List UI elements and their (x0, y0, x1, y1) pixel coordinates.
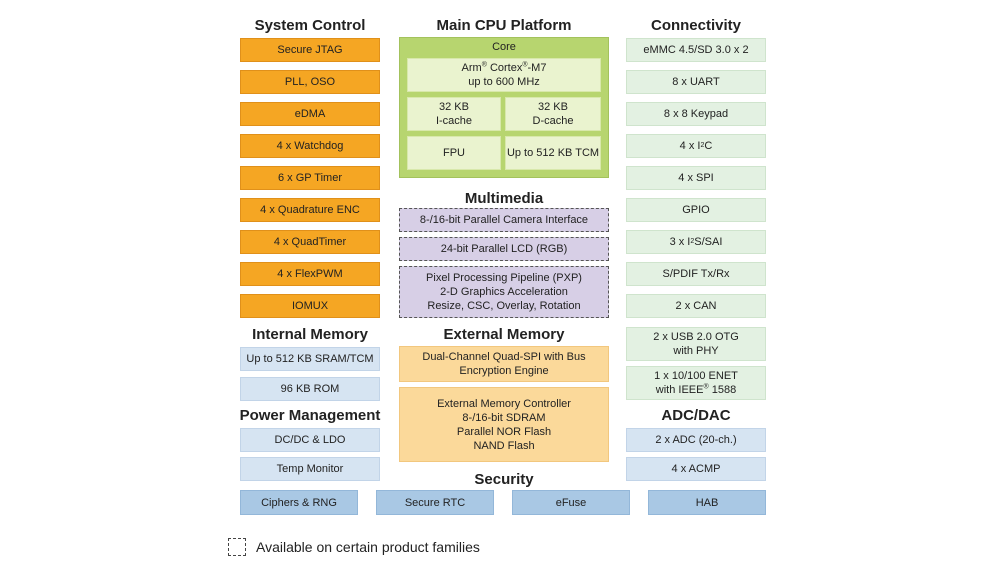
internal-memory-item: 96 KB ROM (240, 377, 380, 401)
multimedia-item: 24-bit Parallel LCD (RGB) (399, 237, 609, 261)
security-item: eFuse (512, 490, 630, 515)
cpu-core-block: Arm® Cortex®-M7 up to 600 MHz (407, 58, 601, 92)
multimedia-title: Multimedia (464, 190, 544, 207)
multimedia-item: 8-/16-bit Parallel Camera Interface (399, 208, 609, 232)
connectivity-item: 8 x UART (626, 70, 766, 94)
system-control-title: System Control (254, 17, 366, 34)
legend-dashed-box-icon (228, 538, 246, 556)
icache-block: 32 KB I-cache (407, 97, 501, 131)
cpu-name: Arm® Cortex®-M7 (461, 61, 547, 74)
system-control-item: 6 x GP Timer (240, 166, 380, 190)
internal-memory-item: Up to 512 KB SRAM/TCM (240, 347, 380, 371)
system-control-item: 4 x Watchdog (240, 134, 380, 158)
external-memory-item: External Memory Controller 8-/16-bit SDR… (399, 387, 609, 462)
connectivity-item: eMMC 4.5/SD 3.0 x 2 (626, 38, 766, 62)
connectivity-item: 2 x CAN (626, 294, 766, 318)
connectivity-item: 8 x 8 Keypad (626, 102, 766, 126)
security-item: Secure RTC (376, 490, 494, 515)
core-label: Core (492, 41, 516, 53)
cpu-platform-panel: Core Arm® Cortex®-M7 up to 600 MHz 32 KB… (399, 37, 609, 178)
power-management-title: Power Management (239, 407, 381, 424)
system-control-item: Secure JTAG (240, 38, 380, 62)
dcache-block: 32 KB D-cache (505, 97, 601, 131)
tcm-block: Up to 512 KB TCM (505, 136, 601, 170)
adc-dac-title: ADC/DAC (661, 407, 731, 424)
adc-dac-item: 2 x ADC (20-ch.) (626, 428, 766, 452)
connectivity-item: S/PDIF Tx/Rx (626, 262, 766, 286)
connectivity-item: GPIO (626, 198, 766, 222)
system-control-item: 4 x QuadTimer (240, 230, 380, 254)
security-item: HAB (648, 490, 766, 515)
power-management-item: Temp Monitor (240, 457, 380, 481)
power-management-item: DC/DC & LDO (240, 428, 380, 452)
external-memory-title: External Memory (443, 326, 565, 343)
adc-dac-item: 4 x ACMP (626, 457, 766, 481)
system-control-item: IOMUX (240, 294, 380, 318)
connectivity-item-enet: 1 x 10/100 ENET with IEEE® 1588 (626, 366, 766, 400)
cpu-frequency: up to 600 MHz (468, 76, 540, 88)
system-control-item: PLL, OSO (240, 70, 380, 94)
legend-text: Available on certain product families (256, 539, 480, 555)
enet-line1: 1 x 10/100 ENET (654, 370, 738, 382)
connectivity-item: 4 x SPI (626, 166, 766, 190)
enet-line2: with IEEE® 1588 (655, 383, 737, 396)
fpu-block: FPU (407, 136, 501, 170)
connectivity-title: Connectivity (650, 17, 741, 34)
connectivity-item: 2 x USB 2.0 OTG with PHY (626, 327, 766, 361)
system-control-item: 4 x Quadrature ENC (240, 198, 380, 222)
main-cpu-title: Main CPU Platform (436, 17, 572, 34)
multimedia-item: Pixel Processing Pipeline (PXP) 2-D Grap… (399, 266, 609, 318)
external-memory-item: Dual-Channel Quad-SPI with Bus Encryptio… (399, 346, 609, 382)
system-control-item: 4 x FlexPWM (240, 262, 380, 286)
security-title: Security (474, 471, 534, 488)
security-item: Ciphers & RNG (240, 490, 358, 515)
system-control-item: eDMA (240, 102, 380, 126)
internal-memory-title: Internal Memory (252, 326, 368, 343)
